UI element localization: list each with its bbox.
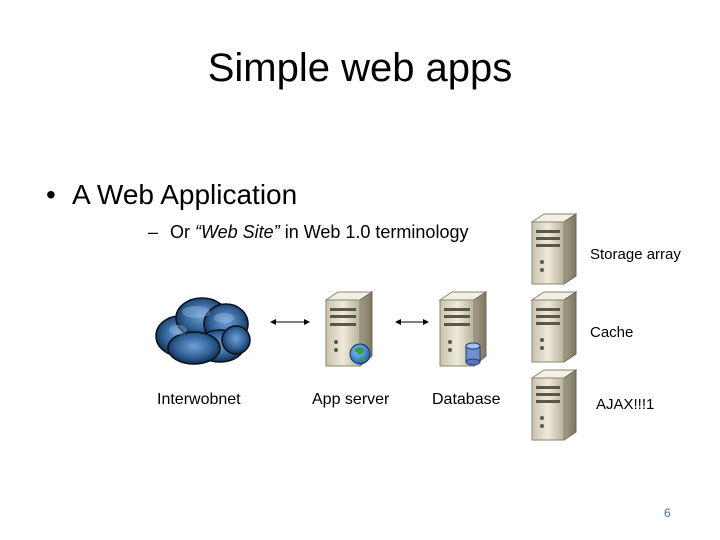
- sub-bullet-prefix: Or: [170, 222, 195, 242]
- sub-bullet-item: –Or “Web Site” in Web 1.0 terminology: [148, 221, 468, 243]
- slide-title: Simple web apps: [207, 46, 513, 90]
- label-cache: Cache: [590, 324, 634, 341]
- label-storage-array: Storage array: [590, 246, 681, 263]
- sub-bullet-marker: –: [148, 222, 159, 242]
- sub-bullet-suffix: in Web 1.0 terminology: [279, 222, 469, 242]
- sub-bullet-italic: “Web Site”: [195, 222, 280, 242]
- server-database-icon: [434, 290, 496, 370]
- label-ajax: AJAX!!!1: [596, 396, 655, 413]
- connector-arrow-internet-app: [270, 317, 310, 327]
- bullet-item: • A Web Application: [46, 178, 297, 212]
- server-icon: [526, 368, 584, 444]
- bullet-marker: •: [46, 179, 56, 210]
- server-globe-icon: [320, 290, 382, 370]
- bullet-text: A Web Application: [72, 179, 298, 210]
- label-app-server: App server: [312, 391, 390, 408]
- page-number: 6: [664, 506, 671, 520]
- label-database: Database: [432, 391, 501, 408]
- cloud-icon: [150, 290, 254, 368]
- server-icon: [526, 212, 584, 288]
- connector-arrow-app-database: [395, 317, 429, 327]
- label-internet: Interwobnet: [157, 391, 241, 408]
- server-icon: [526, 290, 584, 366]
